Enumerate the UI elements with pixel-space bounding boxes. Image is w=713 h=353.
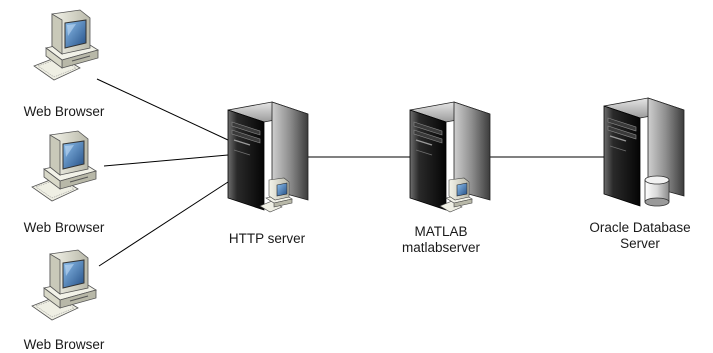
desktop-computer-icon [31, 249, 97, 321]
connection-browser1-http [96, 78, 229, 141]
matlab-server-label-line1: MATLAB [414, 224, 468, 239]
http-server-label: HTTP server [212, 231, 322, 247]
matlab-server-label-line2: matlabserver [401, 240, 481, 255]
database-cylinder-icon [644, 175, 670, 207]
browser-3-label-text: Web Browser [23, 337, 105, 352]
oracle-server-label: Oracle Database Server [575, 220, 705, 252]
oracle-server-label-line1: Oracle Database [589, 220, 691, 235]
browser-3-label: Web Browser [14, 337, 114, 353]
database-server-icon [603, 97, 685, 207]
connection-browser2-http [103, 154, 229, 167]
mini-computer-icon [259, 177, 293, 213]
desktop-computer-icon [33, 9, 99, 81]
tower-server-icon [227, 101, 309, 211]
browser-2-label-text: Web Browser [23, 220, 105, 235]
matlab-server-label: MATLAB matlabserver [386, 224, 496, 256]
browser-1-label-text: Web Browser [23, 104, 105, 119]
http-server-label-text: HTTP server [228, 231, 306, 246]
desktop-computer-icon [31, 130, 97, 202]
browser-1-label: Web Browser [14, 104, 114, 120]
connection-browser3-http [98, 181, 229, 267]
connections [96, 78, 604, 267]
browser-2-label: Web Browser [14, 220, 114, 236]
oracle-server-label-line2: Server [620, 236, 660, 251]
